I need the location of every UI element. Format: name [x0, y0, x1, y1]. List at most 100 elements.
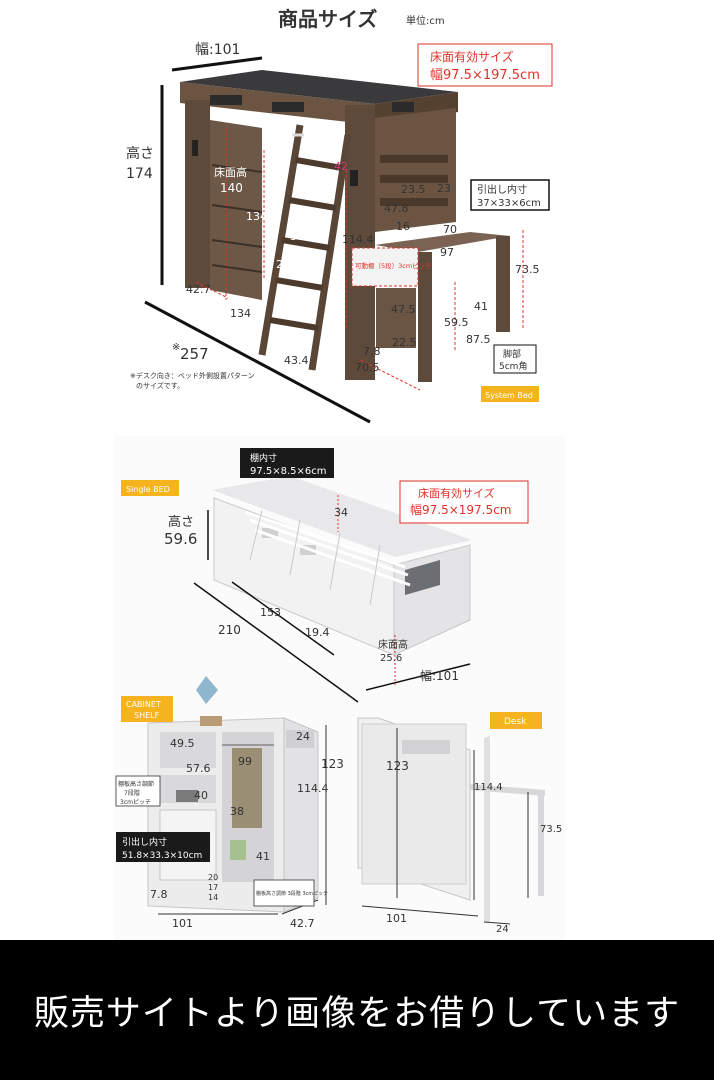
floor-height-label: 床面高	[214, 165, 247, 179]
svg-text:7.8: 7.8	[150, 888, 168, 901]
leg-size: 5cm角	[499, 360, 527, 372]
svg-text:Desk: Desk	[504, 717, 527, 727]
svg-text:97: 97	[440, 246, 454, 259]
svg-text:87.5: 87.5	[466, 333, 491, 346]
cabinet-shelf-note-box	[115, 775, 161, 807]
svg-text:153: 153	[260, 606, 281, 619]
svg-text:床面有効サイズ: 床面有効サイズ	[418, 486, 495, 500]
svg-text:43.4: 43.4	[284, 354, 309, 367]
svg-text:99: 99	[238, 755, 252, 768]
svg-text:24: 24	[496, 924, 509, 935]
svg-text:37.5: 37.5	[290, 230, 315, 243]
svg-text:7.8: 7.8	[363, 345, 381, 358]
unit-label: 単位:cm	[406, 14, 445, 27]
svg-text:134: 134	[230, 307, 251, 320]
svg-text:23.5: 23.5	[401, 183, 426, 196]
cabinet-tag	[121, 696, 173, 722]
svg-text:19.4: 19.4	[305, 626, 330, 639]
svg-text:51.8×33.3×10cm: 51.8×33.3×10cm	[122, 851, 202, 861]
footnote-2: のサイズです。	[136, 381, 184, 390]
svg-text:22.5: 22.5	[392, 336, 417, 349]
drawer-size-box	[470, 179, 550, 211]
svg-text:34: 34	[334, 506, 348, 519]
svg-text:42: 42	[334, 160, 348, 173]
svg-text:16: 16	[396, 220, 410, 233]
drawer-size-value: 37×33×6cm	[477, 198, 541, 209]
svg-text:73.5: 73.5	[515, 263, 540, 276]
drawer-size-title: 引出し内寸	[477, 183, 527, 196]
svg-text:57.6: 57.6	[186, 762, 211, 775]
svg-text:24: 24	[296, 730, 310, 743]
svg-text:42.7: 42.7	[290, 917, 315, 930]
size-diagram: 商品サイズ 単位:cm	[115, 7, 563, 935]
system-bed-height-value: 174	[126, 166, 153, 182]
svg-text:101: 101	[386, 912, 407, 925]
svg-text:114.4: 114.4	[342, 233, 374, 246]
svg-text:7段階: 7段階	[124, 789, 140, 797]
svg-text:棚板高さ調節 3段階 3cmピッチ: 棚板高さ調節 3段階 3cmピッチ	[256, 890, 328, 897]
system-bed-tag	[481, 386, 539, 402]
cabinet-shelf-note-b-box	[253, 879, 315, 907]
floor-size-value: 幅97.5×197.5cm	[430, 68, 540, 83]
svg-text:123: 123	[386, 759, 409, 773]
svg-text:134: 134	[246, 210, 267, 223]
svg-text:System Bed: System Bed	[485, 391, 533, 400]
svg-text:20: 20	[208, 873, 218, 882]
svg-text:Single BED: Single BED	[126, 485, 170, 494]
desk-illustration	[357, 717, 545, 922]
svg-text:41: 41	[474, 300, 488, 313]
svg-text:引出し内寸: 引出し内寸	[122, 836, 167, 848]
system-bed-dims: 134 42 23.5 23 47.8 16 70 97 37.5 114.4 …	[186, 160, 540, 374]
credit-banner: 販売サイトより画像をお借りしています	[0, 940, 714, 1080]
floor-size-box	[417, 43, 553, 87]
svg-text:49.5: 49.5	[170, 737, 195, 750]
system-bed-illustration	[180, 70, 510, 382]
single-bed-width: 幅:101	[420, 668, 459, 683]
single-bed-tag	[121, 480, 179, 496]
svg-text:47.8: 47.8	[384, 202, 409, 215]
svg-text:47.5: 47.5	[391, 303, 416, 316]
single-bed-height-value: 59.6	[164, 530, 197, 548]
shelf-note-box	[351, 247, 419, 287]
system-bed-length: 257	[180, 345, 209, 363]
headboard-shelf-value: 97.5×8.5×6cm	[250, 466, 327, 477]
floor-height-value: 140	[220, 181, 243, 195]
single-floor-height-label: 床面高	[378, 638, 408, 651]
product-size-image: 商品サイズ 単位:cm	[0, 0, 714, 940]
svg-text:40: 40	[194, 789, 208, 802]
single-bed-dims: 34 153 210 19.4	[218, 506, 348, 639]
cabinet-dims: 49.5 57.6 99 24 123 114.4 40 38 41 20 17…	[150, 730, 344, 930]
system-bed-dimension-lines	[144, 56, 371, 424]
system-bed-height-label: 高さ	[126, 145, 154, 162]
headboard-shelf-box	[240, 448, 334, 478]
shelf-note: 可動棚（5段）3cmピッチ	[355, 261, 432, 270]
svg-text:114.4: 114.4	[474, 782, 503, 793]
svg-text:41: 41	[256, 850, 270, 863]
svg-text:42.7: 42.7	[186, 283, 211, 296]
svg-text:210: 210	[218, 623, 241, 637]
leg-size-box	[493, 344, 537, 374]
svg-text:SHELF: SHELF	[134, 711, 160, 720]
svg-text:※: ※	[172, 342, 180, 353]
cabinet-drawer-box	[116, 832, 210, 862]
svg-text:22.5: 22.5	[276, 258, 301, 271]
svg-text:73.5: 73.5	[540, 824, 562, 835]
headboard-shelf-title: 棚内寸	[250, 452, 277, 464]
svg-text:101: 101	[172, 917, 193, 930]
page-title: 商品サイズ	[278, 7, 377, 31]
svg-text:3cmピッチ: 3cmピッチ	[120, 799, 151, 806]
svg-text:CABINET: CABINET	[126, 700, 161, 709]
system-bed-width: 幅:101	[195, 42, 240, 58]
svg-text:114.4: 114.4	[297, 782, 329, 795]
svg-text:17: 17	[208, 883, 218, 892]
svg-text:59.5: 59.5	[444, 316, 469, 329]
svg-text:幅97.5×197.5cm: 幅97.5×197.5cm	[410, 502, 511, 517]
svg-text:123: 123	[321, 757, 344, 771]
svg-text:70: 70	[443, 223, 457, 236]
single-floor-height-value: 25.6	[380, 653, 402, 664]
single-bed-illustration	[212, 476, 472, 656]
svg-text:9.5: 9.5	[296, 266, 314, 279]
footnote-1: ※デスク向き：ベッド外側設置パターン	[130, 371, 255, 380]
floor-size-title: 床面有効サイズ	[430, 49, 514, 64]
